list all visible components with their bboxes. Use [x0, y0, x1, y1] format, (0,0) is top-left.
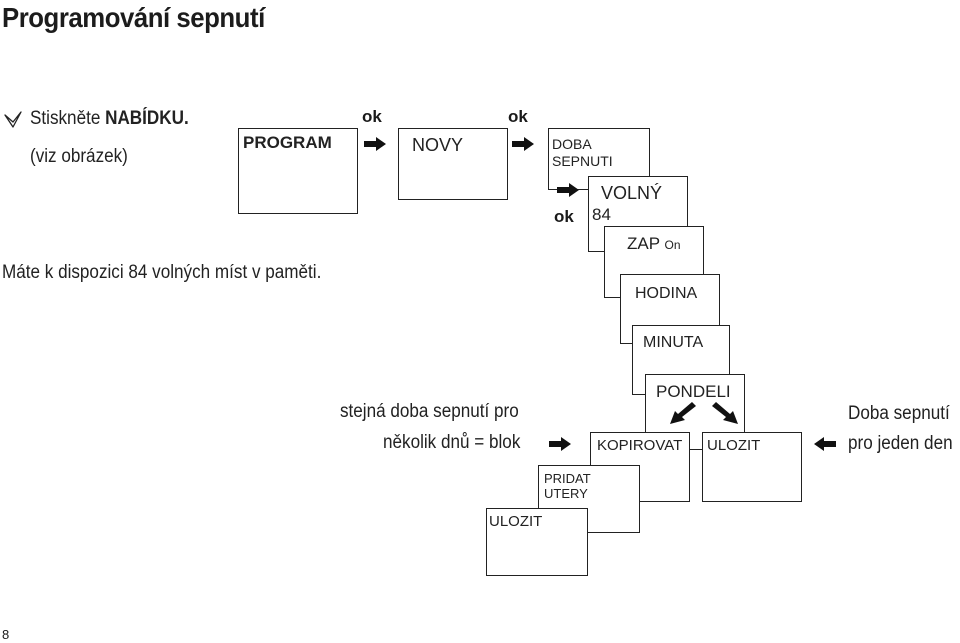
minuta-label: MINUTA — [643, 334, 704, 351]
checkmark-bullet-icon — [4, 111, 22, 128]
doba-sepnuti-label: DOBA SEPNUTI — [552, 136, 613, 170]
novy-label: NOVY — [412, 135, 464, 155]
pondeli-label: PONDELI — [656, 382, 731, 401]
zap-on-text: On — [664, 238, 681, 252]
arrow-down-left-icon — [670, 402, 696, 424]
intro-line-3: Máte k dispozici 84 volných míst v pamět… — [2, 262, 322, 283]
arrow-right-icon — [512, 137, 534, 151]
pridat-utery-label: PRIDAT UTERY — [544, 471, 591, 501]
ok-label-1: ok — [362, 107, 382, 126]
program-box: PROGRAM — [238, 128, 358, 214]
page-title: Programování sepnutí — [2, 2, 265, 33]
arrow-right-icon — [549, 437, 571, 451]
block-note-line-1: stejná doba sepnutí pro — [340, 401, 519, 422]
program-label: PROGRAM — [243, 133, 332, 152]
intro-line-2: (viz obrázek) — [30, 146, 128, 167]
arrow-right-icon — [364, 137, 386, 151]
sepnuti-label: SEPNUTI — [552, 153, 613, 169]
arrow-down-right-icon — [712, 402, 738, 424]
intro-line-1: Stiskněte NABÍDKU. — [30, 108, 189, 130]
hodina-label: HODINA — [635, 285, 698, 302]
ok-label-2: ok — [508, 107, 528, 126]
free-count: 84 — [592, 205, 611, 224]
kopirovat-box: KOPIROVAT — [590, 432, 690, 502]
ulozit-left-label: ULOZIT — [489, 513, 543, 530]
novy-box: NOVY — [398, 128, 508, 200]
page-number: 8 — [2, 627, 10, 642]
kopirovat-label: KOPIROVAT — [597, 437, 683, 454]
zap-text: ZAP — [627, 234, 660, 253]
zap-label: ZAP On — [627, 234, 681, 254]
ulozit-left-box: ULOZIT — [486, 508, 588, 576]
day-note-line-2: pro jeden den — [848, 433, 953, 454]
arrow-right-icon — [557, 183, 579, 197]
utery-label: UTERY — [544, 486, 588, 501]
arrow-left-icon — [814, 437, 836, 451]
ulozit-right-label: ULOZIT — [707, 437, 761, 454]
intro-text: Stiskněte — [30, 108, 106, 129]
pridat-label: PRIDAT — [544, 471, 591, 486]
volny-label: VOLNÝ — [601, 183, 663, 203]
day-note-line-1: Doba sepnutí — [848, 403, 950, 424]
ulozit-right-box: ULOZIT — [702, 432, 802, 502]
doba-label: DOBA — [552, 136, 592, 152]
ok-label-3: ok — [554, 207, 574, 226]
menu-keyword: NABÍDKU. — [105, 108, 189, 129]
block-note-line-2: několik dnů = blok — [383, 432, 521, 453]
